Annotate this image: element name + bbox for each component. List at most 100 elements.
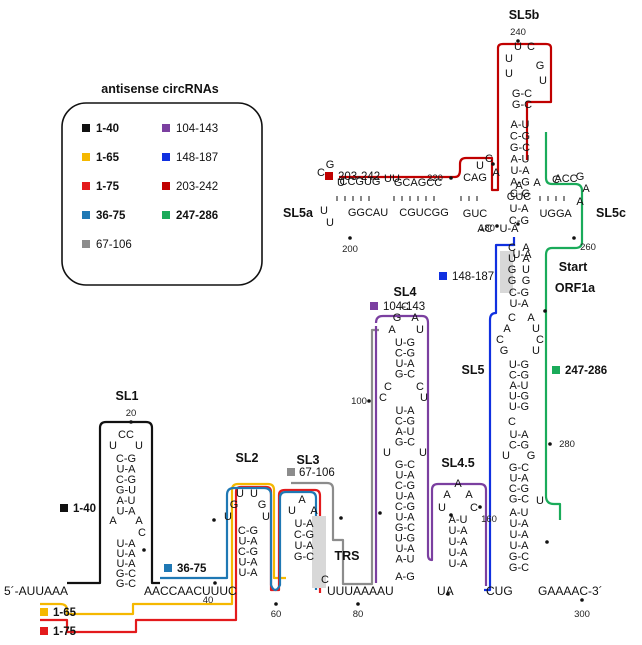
linker-sl4-sl45: UA <box>437 584 454 598</box>
legend-label-67-106: 67-106 <box>96 239 132 251</box>
nucleotide: C-G <box>509 287 529 299</box>
nucleotide: U-A <box>117 506 137 518</box>
nucleotide: C <box>470 502 478 514</box>
nucleotide: C <box>138 527 146 539</box>
trace-247-286 <box>544 132 584 520</box>
label-sl2: SL2 <box>236 451 259 465</box>
nucleotide: G-U <box>116 485 136 497</box>
nucleotide: U-G <box>395 533 415 545</box>
trace-203-242 <box>339 42 553 192</box>
nucleotide: U-A <box>239 557 259 569</box>
nucleotide: C <box>508 312 516 324</box>
nucleotide: U-A <box>396 491 416 503</box>
nucleotide: G-C <box>116 568 136 580</box>
nucleotide: C-G <box>509 440 529 452</box>
nucleotide: U <box>522 264 530 276</box>
position-240: 240 <box>510 27 526 38</box>
nucleotide: G <box>576 171 585 183</box>
nucleotide: CAG <box>463 172 487 184</box>
nucleotide: U <box>505 53 513 65</box>
nucleotide: A <box>109 515 117 527</box>
trace-label-36-75: 36-75 <box>177 563 207 575</box>
nucleotide: A <box>576 196 584 208</box>
nucleotide: AC <box>477 223 492 235</box>
nucleotide: U-A <box>295 540 315 552</box>
linear-sequences: 5´-AUUAAA AACCAACUUUC UUUAAAAU UA CUG GA… <box>4 584 603 598</box>
nucleotide: A <box>310 505 318 517</box>
nucleotide: G-C <box>509 462 529 474</box>
legend-swatch-1-75 <box>82 182 90 190</box>
nucleotide: GGCAU <box>348 207 388 219</box>
position-260: 260 <box>580 242 596 253</box>
nucleotide: C <box>317 167 325 179</box>
nucleotide: C <box>536 334 544 346</box>
nucleotide: U <box>476 160 484 172</box>
nucleotide: U <box>514 41 522 53</box>
marker-67-106 <box>287 468 295 476</box>
trace-label-67-106: 67-106 <box>299 467 335 479</box>
label-orf1a: ORF1a <box>555 281 596 295</box>
legend-swatch-203-242 <box>162 182 170 190</box>
label-sl3: SL3 <box>297 453 320 467</box>
base-pair-bonds <box>336 196 565 201</box>
trace-label-104-143: 104-143 <box>383 301 425 313</box>
nucleotide: U-A <box>239 536 259 548</box>
position-60: 60 <box>271 609 282 620</box>
nucleotide: A <box>388 324 396 336</box>
nucleotide: A <box>465 489 473 501</box>
legend-label-1-40: 1-40 <box>96 123 119 135</box>
nucleotide: G-C <box>395 522 415 534</box>
legend-swatch-36-75 <box>82 211 90 219</box>
nucleotide: C-G <box>116 474 136 486</box>
nucleotide: U-A <box>510 540 530 552</box>
nucleotide: A <box>503 323 511 335</box>
nucleotide: UU <box>384 173 400 185</box>
trace-36-75 <box>160 486 318 592</box>
legend-title: antisense circRNAs <box>101 82 218 96</box>
nucleotide: A-U <box>511 119 530 131</box>
trace-range-labels: 1-40 1-65 1-75 36-75 67-106 104-143 148-… <box>40 171 607 638</box>
nucleotide: A-U <box>510 380 529 392</box>
marker-1-65 <box>40 608 48 616</box>
nucleotide: U-A <box>449 547 469 559</box>
trace-label-1-65: 1-65 <box>53 607 77 619</box>
label-sl5c: SL5c <box>596 206 626 220</box>
position-160: 160 <box>481 514 497 525</box>
position-80: 80 <box>353 609 364 620</box>
label-sl5: SL5 <box>462 363 485 377</box>
nucleotide: C <box>384 381 392 393</box>
nucleotide: U-A <box>117 538 137 550</box>
nucleotide: U <box>536 495 544 507</box>
nucleotide: U-A <box>449 536 469 548</box>
nucleotide: A <box>298 494 306 506</box>
trace-label-1-40: 1-40 <box>73 503 96 515</box>
nucleotide: A-U <box>396 426 415 438</box>
nucleotide: GCAGCC <box>394 177 442 189</box>
trace-104-143 <box>374 314 488 586</box>
nucleotide: G-C <box>395 369 415 381</box>
legend-label-148-187: 148-187 <box>176 152 218 164</box>
nucleotide: A-U <box>510 507 529 519</box>
nucleotide: U-A <box>511 165 531 177</box>
nucleotide: U-A <box>396 470 416 482</box>
nucleotide: U <box>236 488 244 500</box>
nucleotide: G <box>393 312 402 324</box>
linker-sl3-sl4: UUUAAAAU <box>327 584 394 598</box>
nucleotide: A <box>522 253 530 265</box>
nucleotide: C-G <box>509 215 529 227</box>
nucleotide: A <box>564 208 572 220</box>
nucleotide: U <box>224 511 232 523</box>
legend-label-247-286: 247-286 <box>176 210 218 222</box>
trace-1-65 <box>40 482 286 616</box>
legend-label-104-143: 104-143 <box>176 123 218 135</box>
marker-203-242 <box>325 172 333 180</box>
marker-36-75 <box>164 564 172 572</box>
nucleotide: U <box>505 68 513 80</box>
nucleotide: C <box>118 429 126 441</box>
nucleotide: U-A <box>513 249 533 261</box>
legend-label-1-75: 1-75 <box>96 181 120 193</box>
legend-swatch-104-143 <box>162 124 170 132</box>
nucleotide: C <box>508 416 516 428</box>
nucleotide: U <box>135 440 143 452</box>
